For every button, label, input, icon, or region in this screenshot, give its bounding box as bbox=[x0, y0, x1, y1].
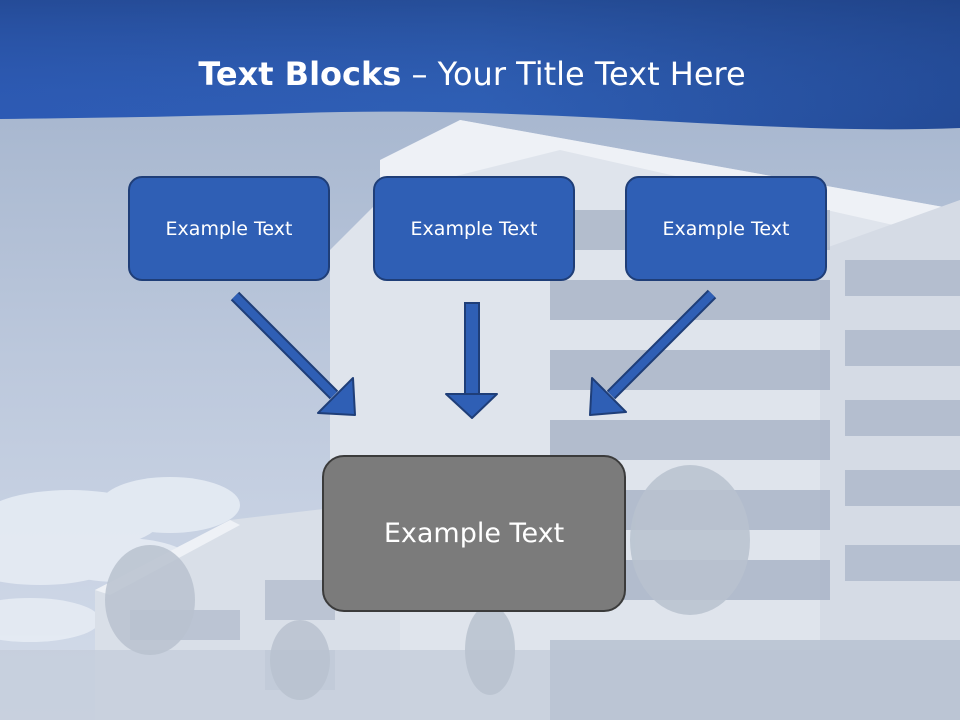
title-rest-part: – Your Title Text Here bbox=[401, 55, 746, 93]
source-box-right-label: Example Text bbox=[662, 217, 790, 240]
arrow-down-icon bbox=[445, 302, 498, 419]
title-bold-part: Text Blocks bbox=[198, 55, 402, 93]
target-box-label: Example Text bbox=[383, 518, 565, 549]
slide-title: Text Blocks – Your Title Text Here bbox=[0, 52, 944, 96]
source-box-left-label: Example Text bbox=[165, 217, 293, 240]
source-box-center-label: Example Text bbox=[410, 217, 538, 240]
source-box-right[interactable]: Example Text bbox=[625, 176, 827, 281]
arrow-down-right-icon bbox=[230, 291, 356, 416]
arrow-down-left-icon bbox=[589, 289, 717, 416]
source-box-left[interactable]: Example Text bbox=[128, 176, 330, 281]
target-box[interactable]: Example Text bbox=[322, 455, 626, 612]
source-box-center[interactable]: Example Text bbox=[373, 176, 575, 281]
